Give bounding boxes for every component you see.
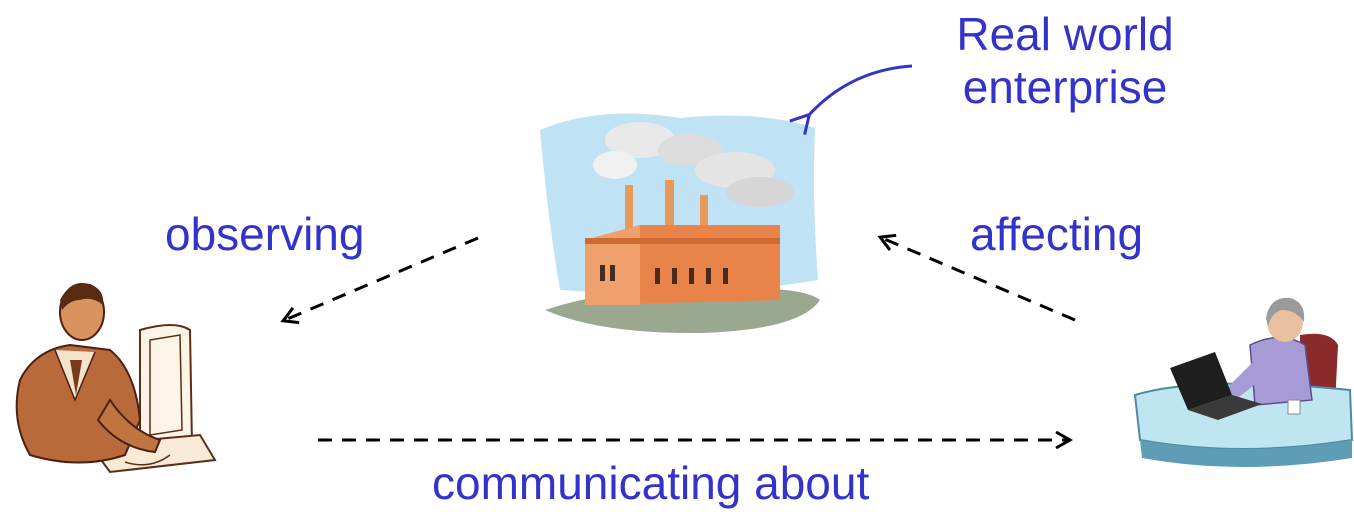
affecting-arrow [877, 233, 1076, 322]
man-at-computer-icon [15, 283, 217, 474]
woman-at-laptop-icon [1133, 297, 1354, 467]
factory-icon [540, 113, 820, 334]
communicating-about-label: communicating about [432, 457, 870, 509]
observing-label: observing [165, 208, 365, 260]
affecting-label: affecting [970, 208, 1144, 260]
pointer-arrow [808, 64, 913, 116]
observing-arrow [280, 236, 479, 325]
real-world-enterprise-label: Real world enterprise [956, 8, 1174, 113]
